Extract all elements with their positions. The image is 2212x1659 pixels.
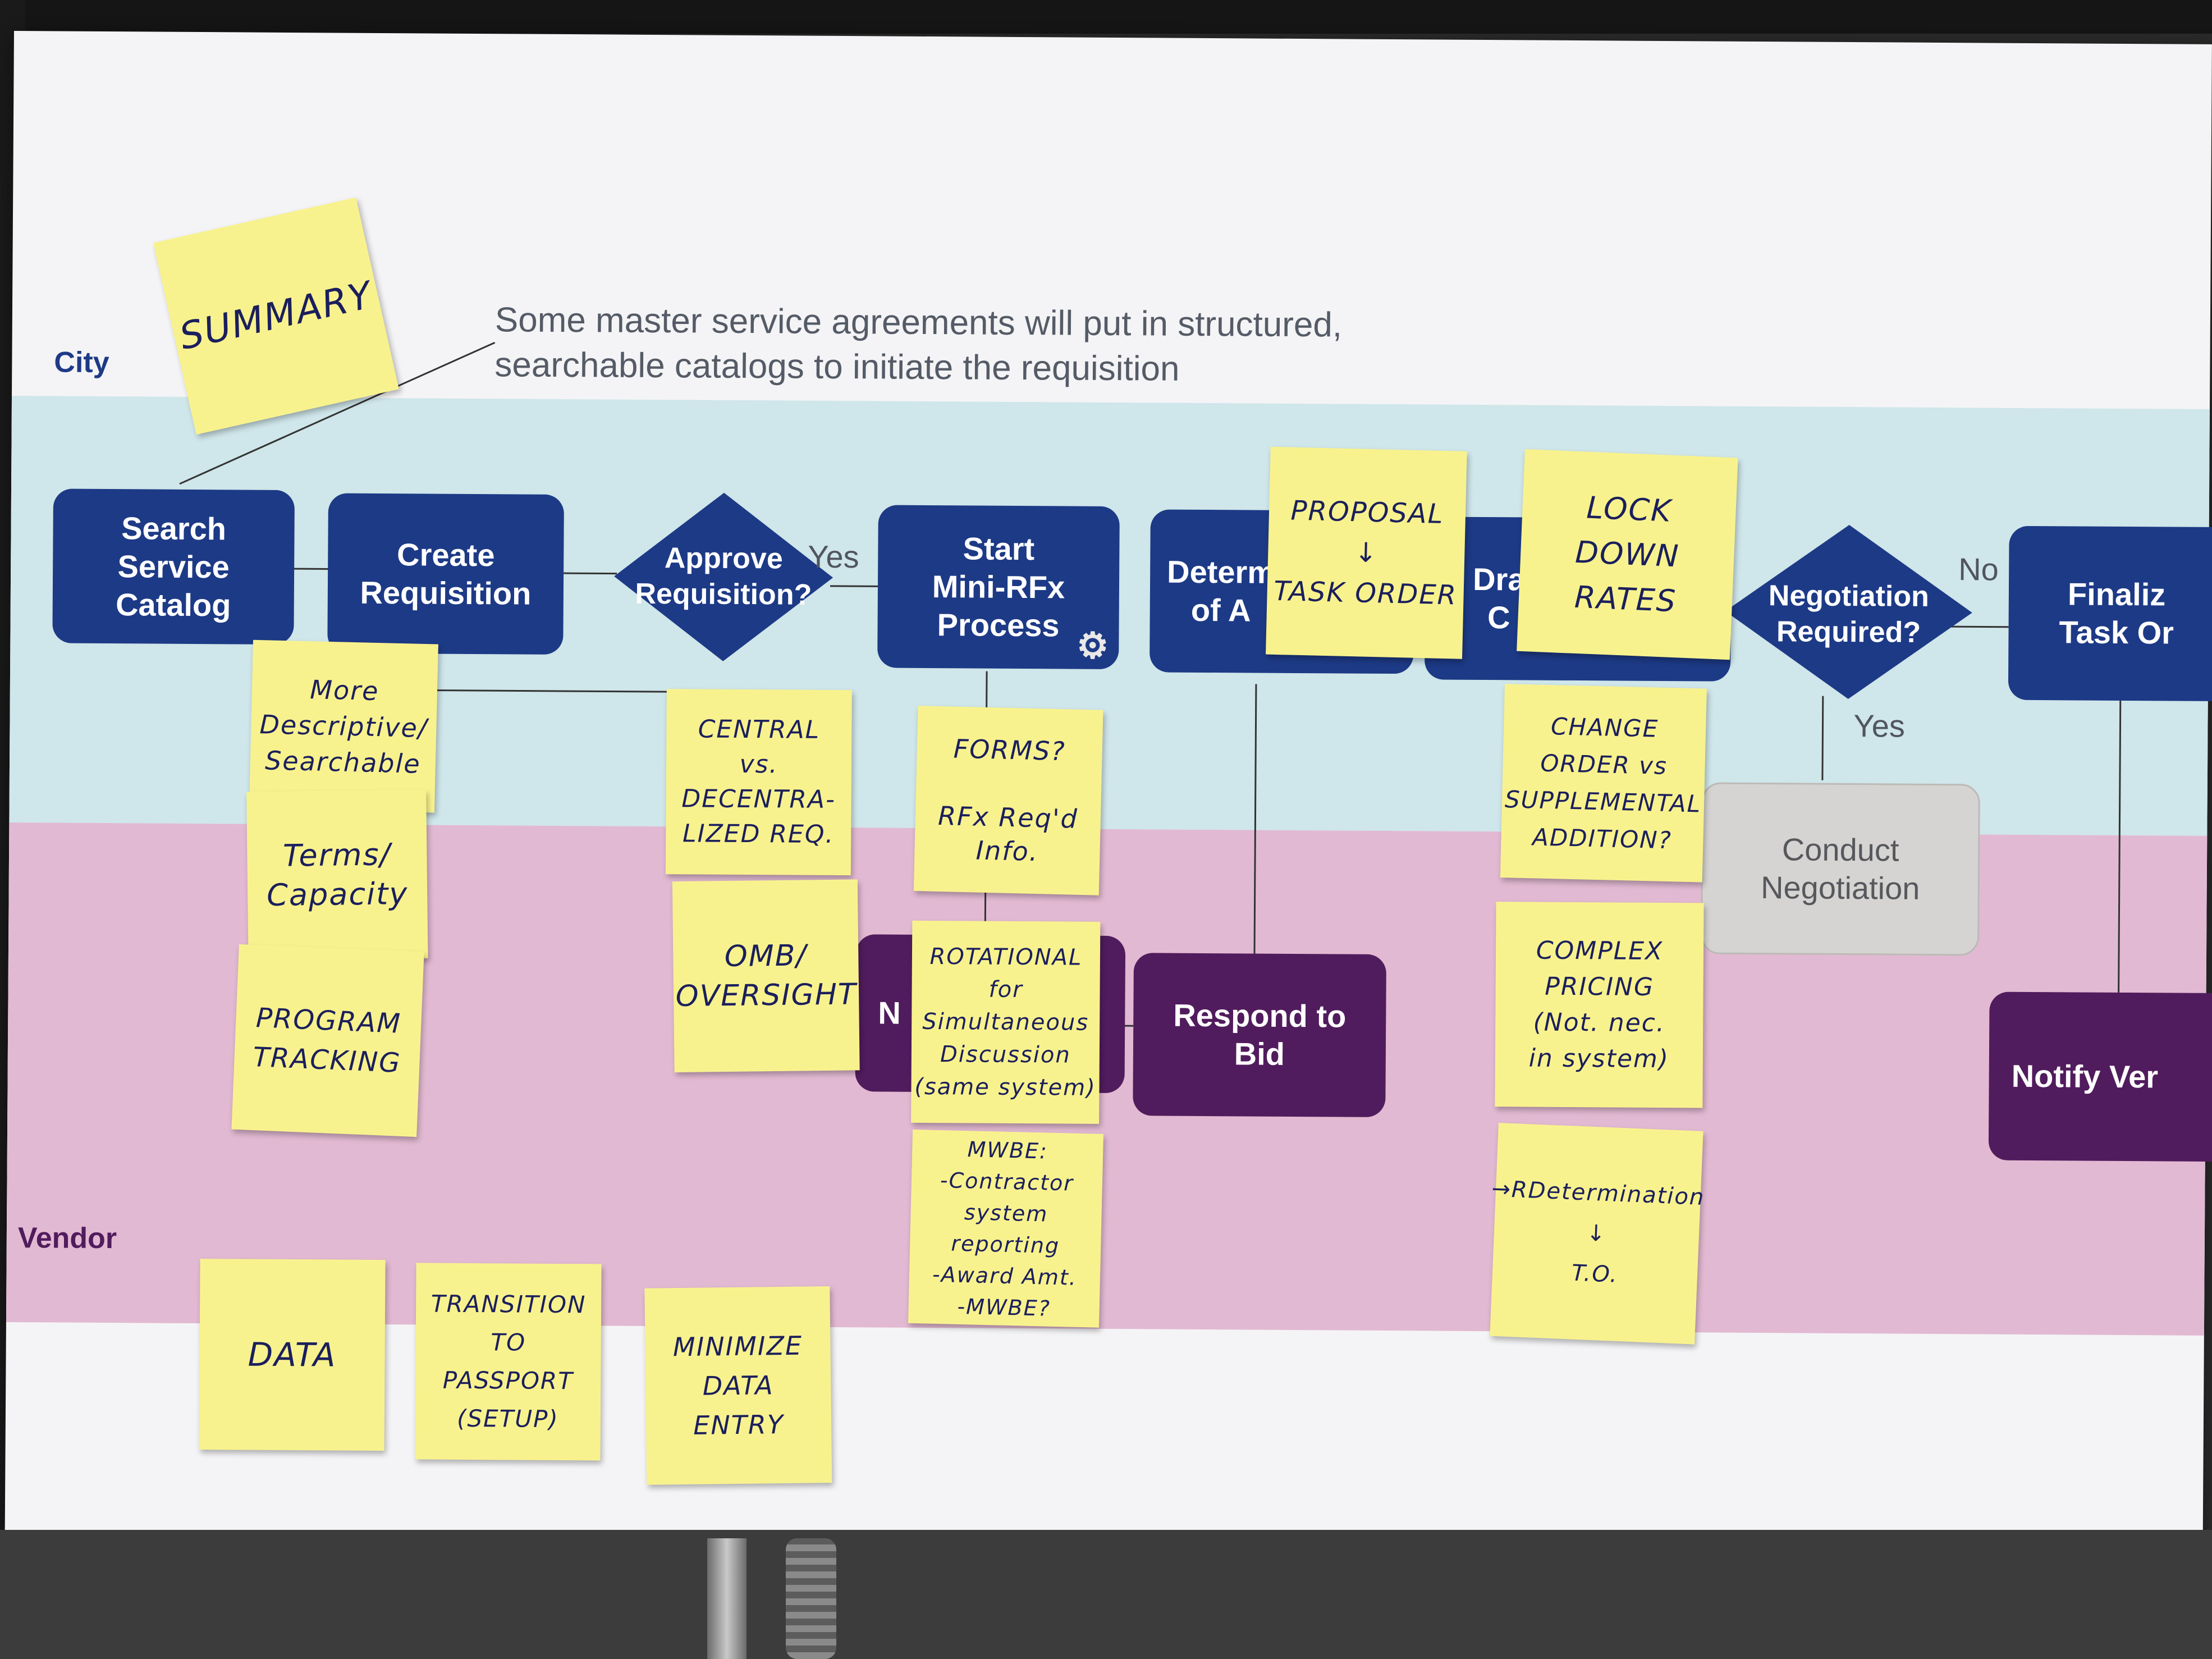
sticky-complex-pricing: COMPLEX PRICING (Not. nec. in system) xyxy=(1495,902,1704,1108)
edge-label-negotiation-no: No xyxy=(1958,551,1999,587)
background-top xyxy=(0,0,2212,34)
decision-diamond-shape xyxy=(614,492,833,661)
sticky-forms: FORMS? RFx Req'd Info. xyxy=(913,706,1103,895)
sticky-rotational: ROTATIONAL for Simultaneous Discussion (… xyxy=(911,920,1101,1124)
decision-negotiation-label: Negotiation Required? xyxy=(1768,579,1930,649)
step-conduct-negotiation: Conduct Negotiation xyxy=(1701,782,1980,956)
process-map-poster: City Vendor Some master service agreemen… xyxy=(4,31,2212,1543)
sticky-transition-passport: TRANSITION TO PASSPORT (SETUP) xyxy=(415,1263,602,1461)
gear-icon: ⚙ xyxy=(1076,625,1109,666)
connector-negotiation-conduct xyxy=(1821,696,1824,780)
sticky-change-order: CHANGE ORDER vs SUPPLEMENTAL ADDITION? xyxy=(1500,684,1707,883)
decision-diamond-shape xyxy=(1725,524,1972,699)
annotation-leader-line xyxy=(179,341,496,485)
connector-approve-start xyxy=(830,585,878,587)
decision-approve-label: Approve Requisition? xyxy=(635,542,812,611)
step-finalize-task-order: Finaliz Task Or xyxy=(2008,525,2212,702)
cable-conduit xyxy=(786,1538,836,1659)
sticky-minimize-data-entry: MINIMIZE DATA ENTRY xyxy=(644,1286,832,1485)
step-notify-vendor: Notify Ver xyxy=(1988,991,2212,1162)
sticky-terms-capacity: Terms/ Capacity xyxy=(246,789,428,961)
step-search-service-catalog: Search Service Catalog xyxy=(52,488,295,645)
sticky-data: DATA xyxy=(199,1259,386,1451)
step-start-mini-rfx: Start Mini-RFx Process ⚙ xyxy=(877,505,1120,670)
easel-pole xyxy=(707,1538,747,1659)
sticky-lock-down-rates: LOCK DOWN RATES xyxy=(1517,449,1738,660)
sticky-omb-oversight: OMB/ OVERSIGHT xyxy=(672,879,860,1073)
floor-area xyxy=(0,1530,2212,1659)
sticky-central-vs-decentral: CENTRAL vs. DECENTRA- LIZED REQ. xyxy=(665,689,852,876)
edge-label-approve-yes: Yes xyxy=(808,538,859,575)
connector-finalize-notify xyxy=(2118,697,2122,993)
sticky-program-tracking: PROGRAM TRACKING xyxy=(231,944,424,1137)
connector-create-approve xyxy=(564,572,617,575)
connector-respond-determine xyxy=(1253,684,1257,959)
sticky-proposal-task-order: PROPOSAL ↓ TASK ORDER xyxy=(1266,446,1467,659)
step-start-mini-rfx-label: Start Mini-RFx Process xyxy=(932,531,1065,643)
step-respond-to-bid: Respond to Bid xyxy=(1133,953,1386,1117)
sticky-mwbe: MWBE: -Contractor system reporting -Awar… xyxy=(908,1129,1104,1328)
sticky-more-descriptive: More Descriptive/ Searchable xyxy=(249,639,438,813)
edge-label-negotiation-yes: Yes xyxy=(1853,708,1906,744)
decision-negotiation-required: Negotiation Required? xyxy=(1725,524,1973,700)
sticky-rd-determination: →RDetermination ↓ T.O. xyxy=(1490,1122,1705,1345)
decision-approve-requisition: Approve Requisition? xyxy=(613,492,833,662)
step-create-requisition: Create Requisition xyxy=(327,493,564,655)
